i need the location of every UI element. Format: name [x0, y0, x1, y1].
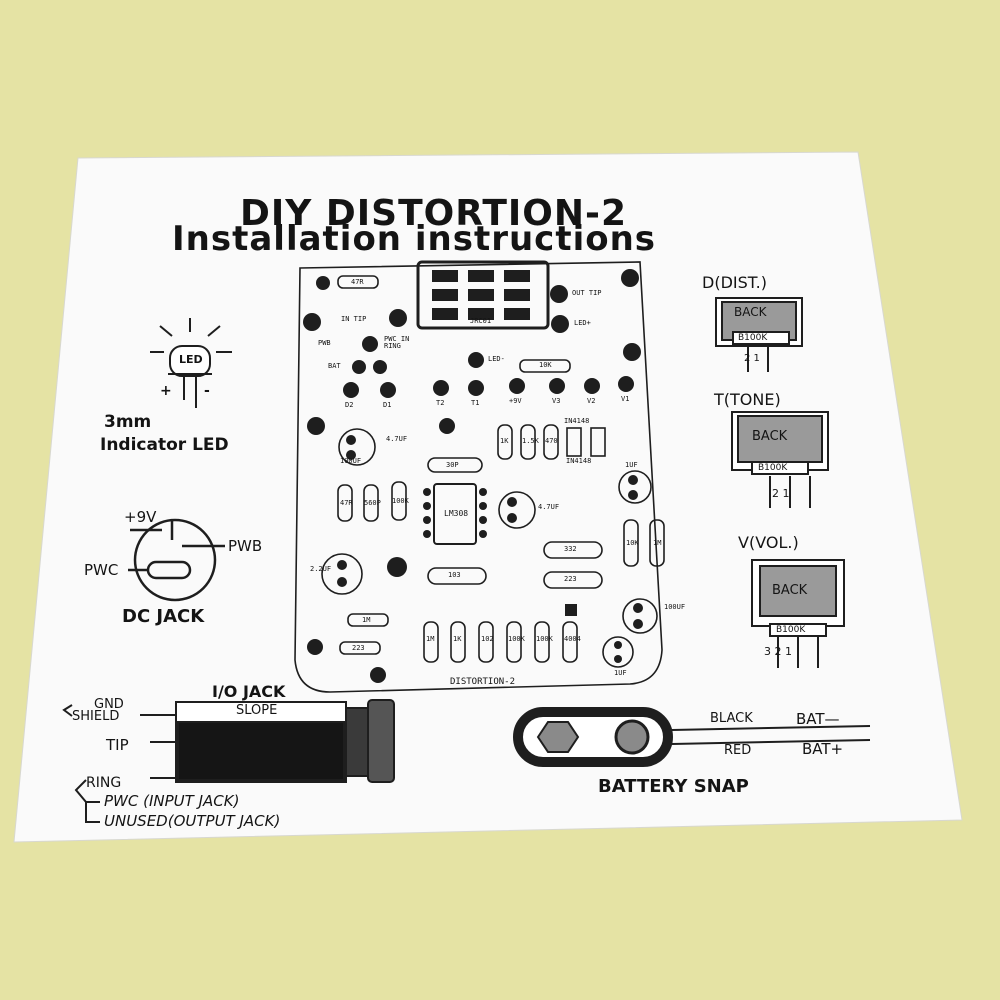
pcb-b100k2: 100K — [536, 635, 553, 643]
battery-bat-minus: BAT— — [796, 710, 840, 728]
pcb-c1uf2: 1UF — [614, 669, 627, 677]
battery-black: BLACK — [710, 711, 753, 726]
pot-vol-back: BACK — [772, 583, 808, 598]
pcb-ic: LM308 — [444, 509, 469, 518]
led-chip-label: LED — [179, 353, 203, 366]
dc-jack-icon — [128, 518, 225, 602]
pcb-c1uf: 1UF — [625, 461, 638, 469]
pcb-v3: V3 — [552, 397, 561, 405]
pcb-r10k: 10K — [539, 361, 552, 369]
pot-vol-icon — [751, 559, 845, 668]
pcb-r-top: 47R — [351, 278, 364, 286]
pcb-c223b: 223 — [352, 644, 365, 652]
pcb-c100uf2: 100UF — [664, 603, 686, 611]
pcb-r47r2: 47R — [340, 499, 353, 507]
pcb-b1m: 1M — [426, 635, 435, 643]
pcb-c22uf: 2.2UF — [310, 565, 332, 573]
pcb-r1m: 1M — [653, 539, 662, 547]
pcb-pwb: PWB — [318, 339, 331, 347]
pcb-r15k: 1.5K — [522, 437, 539, 445]
led-minus: - — [204, 383, 210, 399]
pcb-layout — [294, 260, 665, 693]
pcb-t2: T2 — [436, 399, 445, 407]
battery-snap-icon — [513, 707, 871, 767]
pcb-v1: V1 — [621, 395, 630, 403]
led-label: Indicator LED — [100, 435, 229, 455]
pcb-r1k: 1K — [500, 437, 509, 445]
io-jack-unused: UNUSED(OUTPUT JACK) — [104, 812, 281, 830]
pcb-in-tip: IN TIP — [341, 315, 367, 323]
pot-tone-icon — [731, 411, 829, 508]
pcb-b1k: 1K — [453, 635, 462, 643]
pcb-t1: T1 — [471, 399, 480, 407]
led-icon — [150, 318, 232, 408]
io-jack-slope: SLOPE — [236, 703, 278, 718]
pcb-b102: 102 — [481, 635, 494, 643]
pot-tone-pins: 2 1 — [772, 487, 790, 500]
battery-bat-plus: BAT+ — [802, 740, 844, 758]
pcb-c30p: 30P — [446, 461, 459, 469]
io-jack-pwc: PWC (INPUT JACK) — [104, 792, 240, 810]
io-jack-label: I/O JACK — [212, 682, 286, 701]
pcb-c103: 103 — [448, 571, 461, 579]
pcb-r470: 470 — [545, 437, 558, 445]
pot-vol-name: V(VOL.) — [738, 533, 799, 552]
title-line1: DIY DISTORTION-2 — [240, 193, 628, 234]
pcb-name: DISTORTION-2 — [450, 677, 516, 687]
pcb-c223: 223 — [564, 575, 577, 583]
pcb-r560p: 560P — [364, 499, 381, 507]
pot-tone-back: BACK — [752, 429, 788, 444]
pcb-out-tip: OUT TIP — [572, 289, 602, 297]
pcb-r100k: 100K — [392, 497, 409, 505]
pcb-v2: V2 — [587, 397, 596, 405]
dc-jack-label: DC JACK — [122, 606, 205, 627]
pot-vol-value: B100K — [776, 625, 806, 635]
pot-dist-name: D(DIST.) — [702, 273, 767, 292]
pcb-r10k2: 10K — [626, 539, 639, 547]
title-line2: Installation instructions — [172, 219, 657, 259]
pot-tone-name: T(TONE) — [714, 390, 781, 409]
io-jack-shield: SHIELD — [72, 709, 120, 724]
pcb-c47uf2: 4.7UF — [538, 503, 560, 511]
battery-red: RED — [724, 743, 752, 758]
pot-dist-icon — [715, 297, 803, 372]
io-jack-ring: RING — [86, 775, 122, 791]
pcb-in4148a: IN4148 — [564, 417, 590, 425]
pot-dist-pins: 2 1 — [744, 353, 760, 364]
pcb-d2: D2 — [345, 401, 354, 409]
pcb-led-plus: LED+ — [574, 319, 591, 327]
pcb-bat: BAT — [328, 362, 341, 370]
io-jack-icon — [62, 699, 395, 823]
pcb-in4148b: IN4148 — [566, 457, 592, 465]
pcb-c100uf: 100UF — [340, 457, 362, 465]
dc-jack-9v: +9V — [124, 508, 157, 526]
pcb-d1: D1 — [383, 401, 392, 409]
pcb-9v: +9V — [509, 397, 522, 405]
pcb-b100k: 100K — [508, 635, 525, 643]
pcb-pwc-ring: PWC IN RING — [384, 335, 410, 350]
dc-jack-pwb: PWB — [228, 537, 263, 555]
pot-dist-value: B100K — [738, 333, 768, 343]
pot-dist-back: BACK — [734, 305, 767, 319]
led-plus: + — [160, 383, 172, 399]
io-jack-gnd: GND — [94, 697, 124, 712]
pot-vol-pins: 3 2 1 — [764, 645, 792, 658]
battery-label: BATTERY SNAP — [598, 776, 749, 797]
dc-jack-pwc: PWC — [84, 561, 119, 579]
pcb-led-minus: LED- — [488, 355, 505, 363]
pcb-b4004: 4004 — [564, 635, 581, 643]
io-jack-tip: TIP — [106, 736, 129, 754]
pcb-c47uf: 4.7UF — [386, 435, 408, 443]
pcb-reg: JRC01 — [470, 317, 492, 325]
pcb-r1m2: 1M — [362, 616, 371, 624]
pot-tone-value: B100K — [758, 463, 788, 473]
pcb-c332: 332 — [564, 545, 577, 553]
led-label-size: 3mm — [104, 412, 152, 432]
